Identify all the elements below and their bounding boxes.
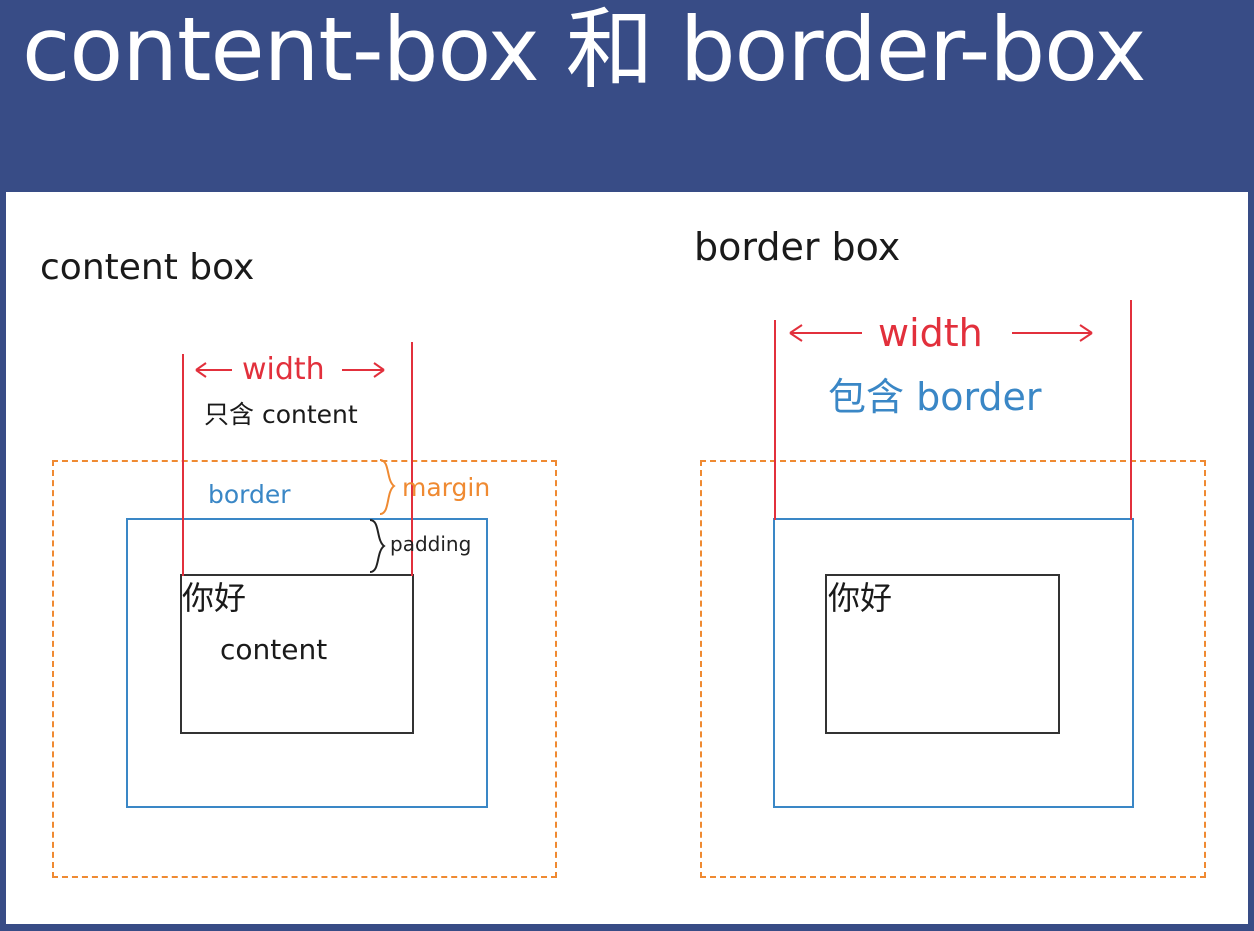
content-box-content-label: content <box>220 633 328 666</box>
border-box-width-line-right <box>1130 300 1132 520</box>
border-box-width-note: 包含 border <box>828 375 1042 419</box>
border-box-width-line-left <box>774 320 776 520</box>
border-box-heading: border box <box>694 225 901 269</box>
content-box-width-note: 只含 content <box>204 400 358 429</box>
border-box-width-label: width <box>878 311 983 355</box>
diagram-canvas: content box width 只含 content border marg… <box>6 192 1248 924</box>
border-box-content-area <box>825 574 1060 734</box>
content-box-width-label: width <box>242 352 325 387</box>
slide-title: content-box 和 border-box <box>22 0 1146 101</box>
content-box-margin-label: margin <box>402 473 491 502</box>
content-box-heading: content box <box>40 247 255 288</box>
border-box-border-area <box>773 518 1134 808</box>
content-box-width-arrow-icon <box>195 362 385 378</box>
content-box-inner-text: 你好 <box>182 579 247 617</box>
content-box-content-area <box>180 574 414 734</box>
padding-brace-icon <box>369 519 386 573</box>
margin-brace-icon <box>379 459 396 515</box>
content-box-border-label: border <box>208 480 291 509</box>
content-box-width-line-right <box>411 342 413 576</box>
content-box-margin-area <box>52 460 557 878</box>
border-box-margin-area <box>700 460 1206 878</box>
content-box-padding-label: padding <box>390 532 472 556</box>
content-box-border-area <box>126 518 488 808</box>
border-box-width-arrow-icon <box>789 324 1093 342</box>
content-box-width-line-left <box>182 354 184 576</box>
border-box-inner-text: 你好 <box>828 579 893 617</box>
